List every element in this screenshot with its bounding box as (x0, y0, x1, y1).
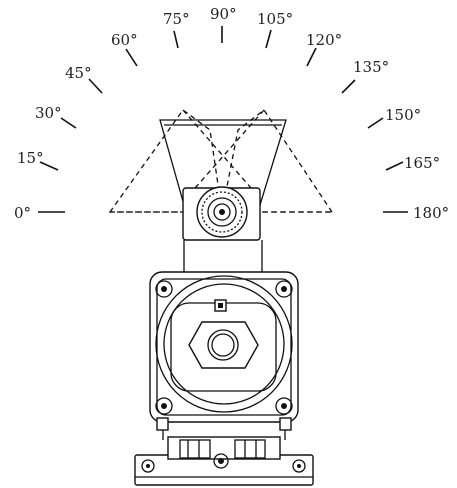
bracket-clip-right (279, 417, 292, 431)
tick-150 (367, 117, 384, 129)
angle-label-15: 15° (17, 149, 44, 167)
angle-label-30: 30° (35, 104, 62, 122)
hub-mid-ring (207, 197, 237, 227)
bracket-hole-right-dot (297, 464, 301, 468)
screw-tl-center (161, 286, 167, 292)
connector-slot-right (234, 439, 266, 459)
bracket-hole-left-dot (146, 464, 150, 468)
hex-nut (188, 321, 259, 369)
screw-tl (155, 280, 173, 298)
nut-bore-inner (211, 333, 235, 357)
tick-75 (173, 30, 179, 49)
angle-label-165: 165° (404, 154, 440, 172)
hub-screw (213, 203, 231, 221)
tick-15 (39, 161, 59, 171)
horn-diagonal-left (182, 109, 259, 197)
screw-tr-center (281, 286, 287, 292)
bracket-hole-left (141, 459, 155, 473)
screw-br-center (281, 403, 287, 409)
housing-outer (155, 275, 293, 413)
tick-165 (385, 161, 404, 171)
bracket-stem (167, 436, 281, 460)
servo-body (149, 271, 299, 423)
angle-scale: 0° 15° 30° 45° 60° 75° 90° 105° 120° 135… (14, 5, 449, 222)
angle-label-105: 105° (257, 10, 293, 28)
tick-135 (341, 79, 356, 94)
tick-45 (88, 78, 103, 94)
angle-label-60: 60° (111, 31, 138, 49)
bracket-screw-center (213, 453, 229, 469)
hub-screw-center (219, 209, 225, 215)
tick-105 (265, 29, 272, 49)
hub-spline-ring (201, 191, 243, 233)
servo-neck (183, 240, 263, 272)
housing-inner (163, 283, 285, 405)
horn-diagonal-right (187, 109, 265, 197)
connector-slot-left (179, 439, 211, 459)
angle-label-0: 0° (14, 204, 31, 222)
nut-bore-outer (207, 329, 239, 361)
tick-30 (60, 117, 77, 129)
screw-br (275, 397, 293, 415)
bracket-clip-left (156, 417, 169, 431)
body-inner-frame (156, 278, 292, 416)
angle-label-120: 120° (306, 31, 342, 49)
angle-label-150: 150° (385, 106, 421, 124)
angle-label-90: 90° (210, 5, 237, 23)
screw-bl (155, 397, 173, 415)
angle-label-135: 135° (353, 58, 389, 76)
tick-60 (125, 48, 138, 67)
bracket-screw-center-dot (218, 458, 224, 464)
corner-screws (155, 280, 293, 415)
angle-label-180: 180° (413, 204, 449, 222)
screw-tr (275, 280, 293, 298)
bracket-hole-right (292, 459, 306, 473)
angle-label-45: 45° (65, 64, 92, 82)
horn-outline-right (221, 109, 334, 213)
output-hub (182, 186, 261, 241)
angle-label-75: 75° (163, 10, 190, 28)
mounting-bracket (134, 417, 314, 486)
tick-120 (306, 47, 317, 67)
screw-bl-center (161, 403, 167, 409)
marker-square-inner (218, 303, 223, 308)
